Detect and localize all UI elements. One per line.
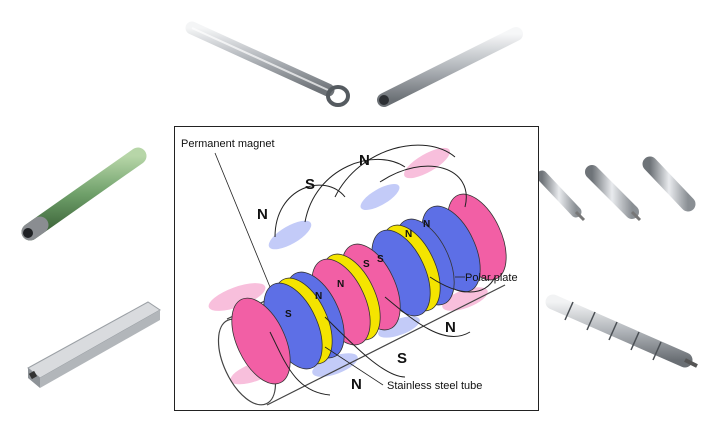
pole-n-bottom: N (351, 376, 362, 393)
segment-pole-s1: S (285, 309, 292, 320)
magnet-rod-segmented-photo (545, 294, 698, 368)
pole-s-bottom: S (397, 350, 407, 367)
magnet-rod-green-sleeve-photo (21, 147, 147, 241)
magnet-rod-plain-photo (377, 27, 523, 107)
label-stainless-steel-tube: Stainless steel tube (387, 380, 482, 392)
segment-pole-n4: N (423, 219, 430, 230)
magnet-segments (231, 193, 507, 385)
segment-pole-n1: N (315, 291, 322, 302)
field-lines (269, 144, 496, 396)
pole-n-top: N (359, 152, 370, 169)
segment-pole-s2: S (363, 259, 370, 270)
magnet-rods-short-group-photo (536, 156, 696, 222)
segment-pole-n3: N (405, 229, 412, 240)
segment-pole-n2: N (337, 279, 344, 290)
pole-n-left: N (257, 206, 268, 223)
label-polar-plate: Polar plate (465, 272, 518, 284)
magnet-rod-with-eyelet-photo (185, 21, 350, 107)
segment-pole-s3: S (377, 254, 384, 265)
magnet-bar-square-photo (27, 301, 161, 388)
leader-lines (214, 152, 465, 386)
pole-s-top: S (305, 176, 315, 193)
magnet-diagram: N S N N S N S N N S S N N Permanent magn… (174, 126, 539, 411)
label-permanent-magnet: Permanent magnet (181, 138, 275, 150)
pole-n-right: N (445, 319, 456, 336)
